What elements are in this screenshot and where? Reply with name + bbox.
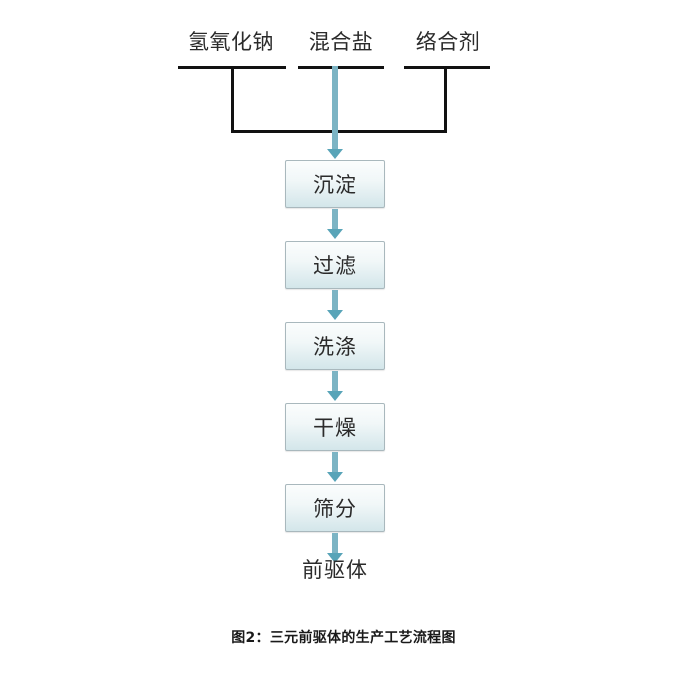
arrow-feed-to-precipitation	[332, 66, 338, 150]
manifold-riser-left	[231, 66, 234, 133]
step-box-washing[interactable]: 洗涤	[285, 322, 385, 370]
step-box-precipitation[interactable]: 沉淀	[285, 160, 385, 208]
figure-caption: 图2：三元前驱体的生产工艺流程图	[231, 630, 456, 646]
arrow-precipitation-to-filtration	[332, 209, 338, 230]
manifold-riser-right	[444, 66, 447, 133]
input-underline-mixed-salt	[298, 66, 384, 69]
manifold-horizontal-bar	[231, 130, 447, 133]
arrow-washing-to-drying	[332, 371, 338, 392]
arrow-filtration-to-washing	[332, 290, 338, 311]
step-box-screening[interactable]: 筛分	[285, 484, 385, 532]
input-label-complexing-agent: 络合剂	[415, 30, 481, 54]
input-label-mixed-salt: 混合盐	[308, 30, 374, 54]
input-underline-complexing-agent	[404, 66, 490, 69]
arrow-screening-to-output	[332, 533, 338, 554]
step-box-drying[interactable]: 干燥	[285, 403, 385, 451]
output-label-precursor: 前驱体	[302, 558, 368, 582]
input-label-sodium-hydroxide: 氢氧化钠	[188, 30, 274, 54]
arrow-drying-to-screening	[332, 452, 338, 473]
step-box-filtration[interactable]: 过滤	[285, 241, 385, 289]
